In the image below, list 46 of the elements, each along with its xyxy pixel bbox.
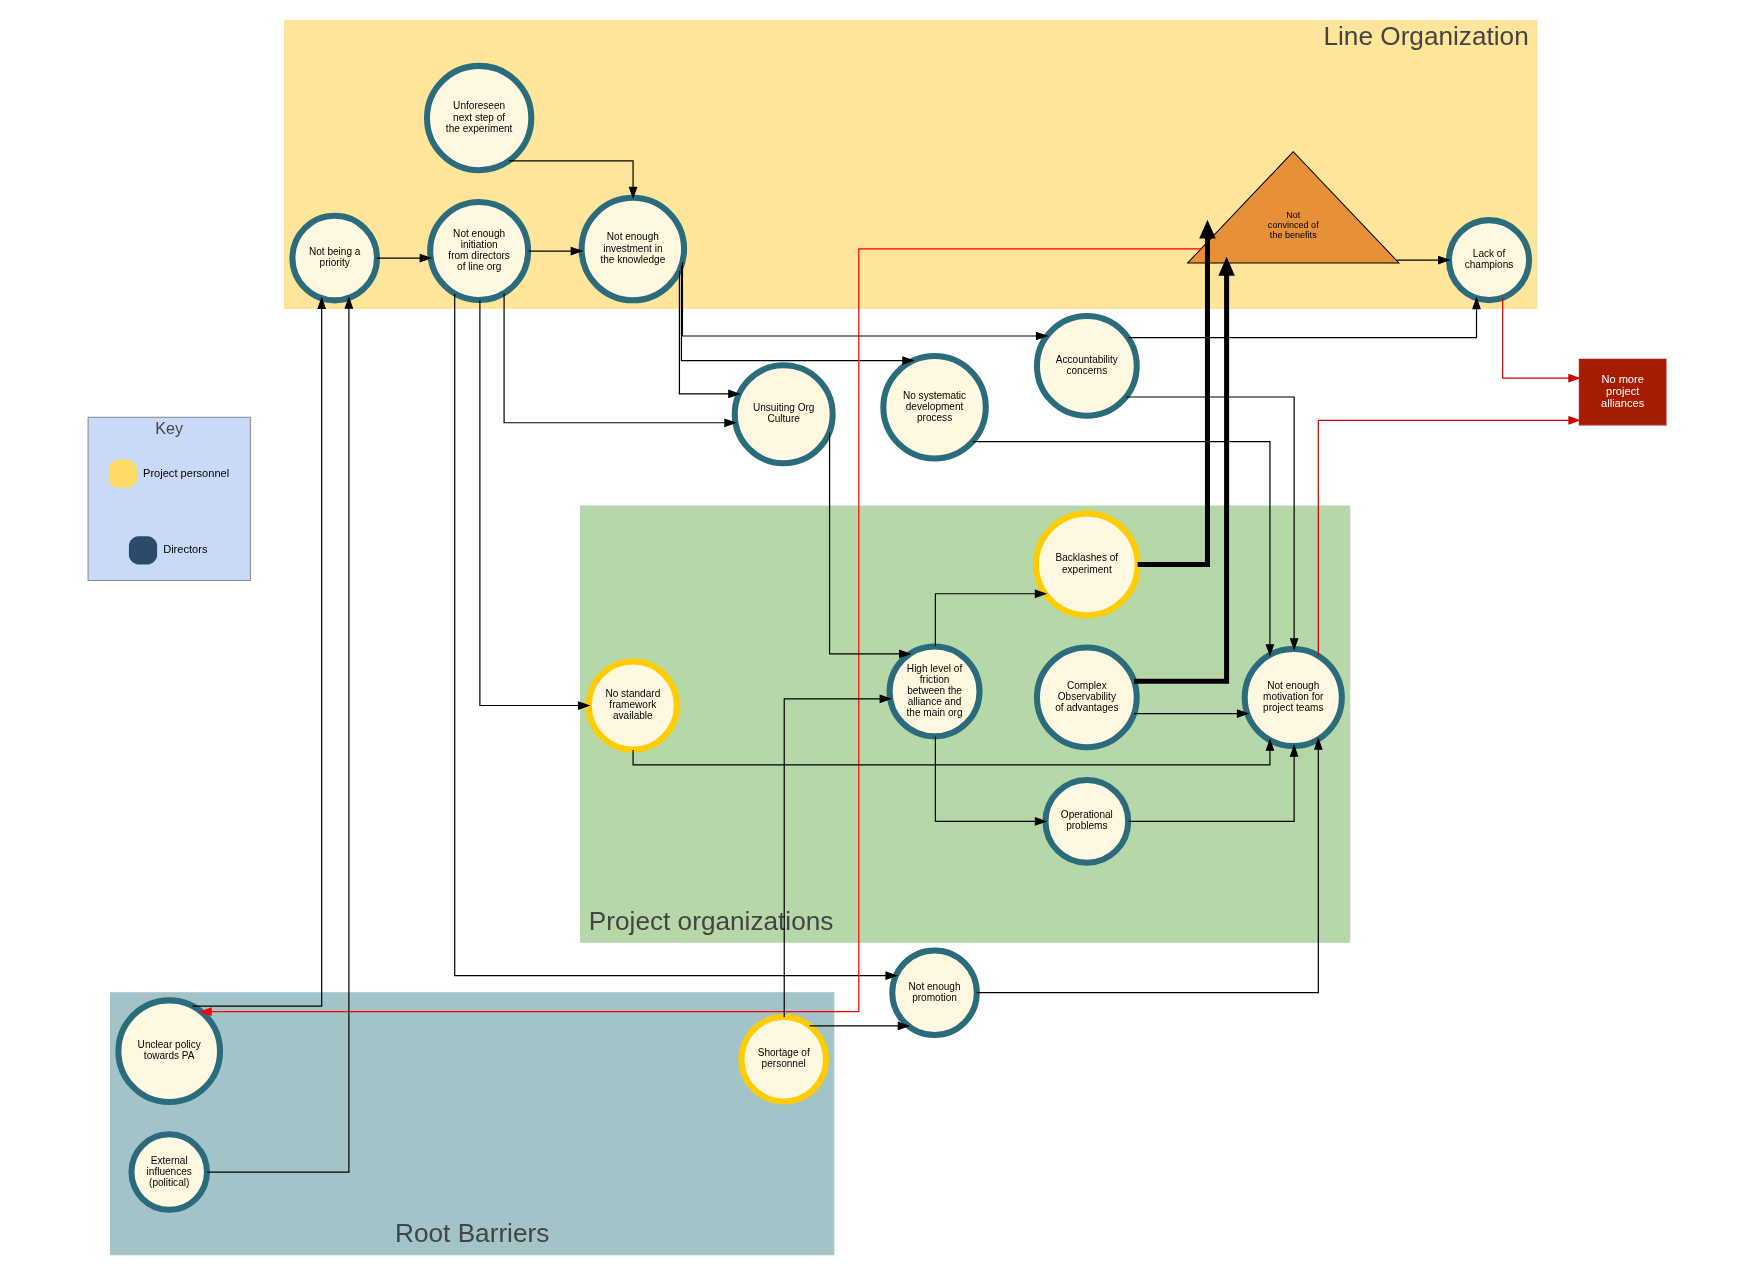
arrow — [508, 160, 638, 200]
arrow — [1395, 255, 1451, 265]
arrow — [503, 292, 737, 428]
node-circle: High level of friction between the alliance and the main org — [886, 643, 983, 740]
node-circle: External influences (political) — [128, 1131, 210, 1213]
node-circle: Not being a priority — [289, 212, 380, 304]
arrow — [680, 264, 915, 365]
arrow — [376, 253, 433, 263]
node-circle: Shortage of personnel — [738, 1013, 829, 1105]
node-circle: No standard framework available — [585, 658, 680, 753]
arrow — [454, 293, 898, 980]
arrow — [1127, 296, 1481, 339]
arrow — [783, 694, 893, 1018]
arrow — [1502, 297, 1581, 383]
node-circle: Not enough investment in the knowledge — [578, 194, 688, 304]
node-circle: Unforeseen next step of the experiment — [423, 62, 535, 174]
arrow — [528, 246, 584, 256]
node-box: No more project alliances — [1578, 358, 1667, 426]
node-circle: Not enough initiation from directors of line org — [427, 199, 532, 304]
arrow — [678, 270, 741, 399]
arrow — [191, 296, 327, 1007]
node-circle: Lack of champions — [1446, 217, 1533, 304]
arrow — [934, 589, 1048, 647]
arrow — [976, 737, 1323, 994]
arrow — [828, 431, 912, 659]
arrow — [1133, 709, 1250, 718]
arrow — [632, 738, 1275, 766]
node-circle: Unclear policy towards PA — [115, 997, 224, 1105]
arrow — [809, 1021, 911, 1031]
arrow — [1317, 415, 1581, 657]
node-circle: Operational problems — [1042, 777, 1132, 866]
arrow — [206, 296, 354, 1173]
node-circle: Not enough promotion — [889, 947, 980, 1038]
arrow — [1127, 744, 1299, 822]
node-circle: Unsuiting Org Culture — [731, 362, 836, 467]
arrow — [1137, 219, 1216, 567]
node-circle: Complex Observability of advantages — [1033, 644, 1140, 751]
arrow — [199, 248, 1202, 1017]
arrow — [681, 261, 1049, 341]
legend-label: Directors — [163, 543, 208, 556]
arrow — [479, 299, 591, 710]
arrow — [972, 441, 1275, 657]
arrow — [934, 735, 1048, 826]
legend-label: Project personnel — [143, 466, 230, 479]
arrow — [1134, 256, 1235, 684]
arrow — [1125, 396, 1299, 651]
